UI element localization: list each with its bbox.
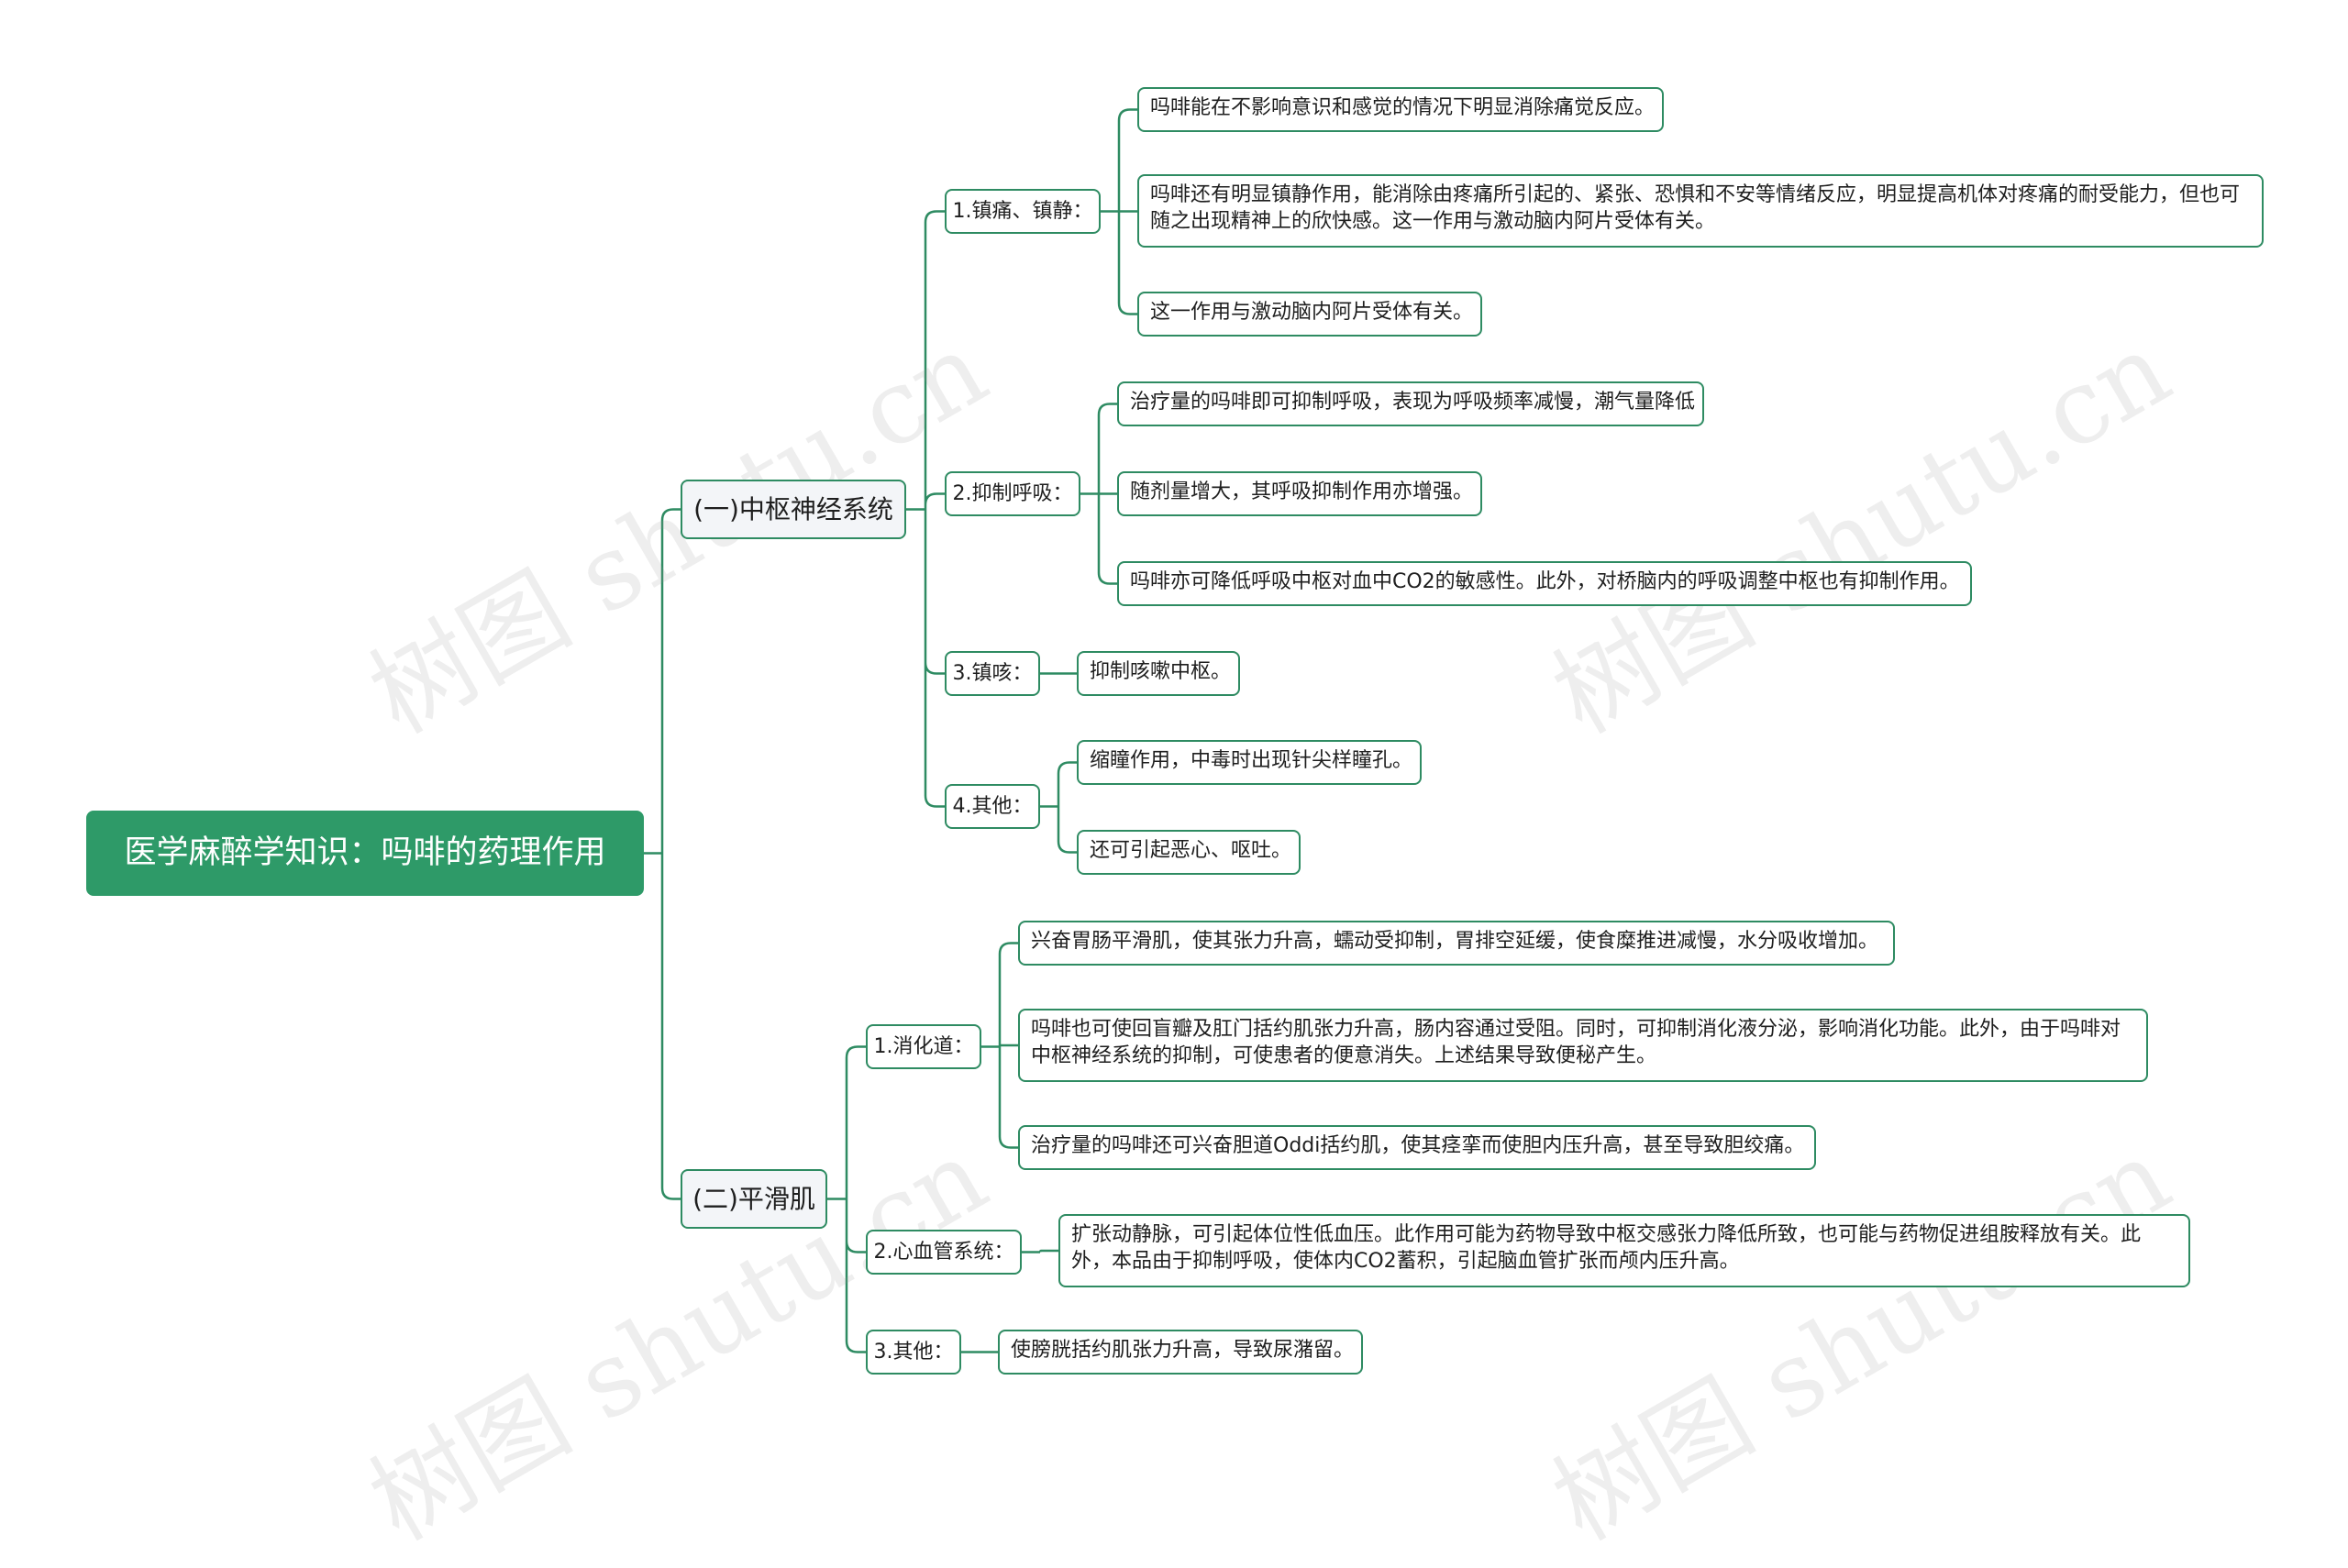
connector-lines — [644, 108, 1137, 1353]
topic-cns-other[interactable]: 4.其他： — [945, 784, 1040, 829]
connector-branch-cns — [906, 210, 945, 808]
topic-smooth-other[interactable]: 3.其他： — [866, 1330, 961, 1375]
leaf-analgesia-1[interactable]: 吗啡能在不影响意识和感觉的情况下明显消除痛觉反应。 — [1137, 87, 1664, 132]
branch-smooth-muscle[interactable]: (二)平滑肌 — [681, 1169, 827, 1229]
leaf-analgesia-2[interactable]: 吗啡还有明显镇静作用，能消除由疼痛所引起的、紧张、恐惧和不安等情绪反应，明显提高… — [1137, 174, 2264, 248]
connector-topic-cardiovascular — [1022, 1249, 1058, 1253]
leaf-respiration-1[interactable]: 治疗量的吗啡即可抑制呼吸，表现为呼吸频率减慢，潮气量降低 — [1117, 381, 1704, 426]
connector-root-topic — [644, 508, 681, 1200]
leaf-analgesia-3[interactable]: 这一作用与激动脑内阿片受体有关。 — [1137, 292, 1482, 337]
topic-digestive[interactable]: 1.消化道： — [866, 1024, 981, 1069]
topic-antitussive[interactable]: 3.镇咳： — [945, 651, 1040, 696]
root-topic[interactable]: 医学麻醉学知识：吗啡的药理作用 — [86, 811, 644, 896]
topic-respiration[interactable]: 2.抑制呼吸： — [945, 471, 1080, 516]
connector-topic-analgesia — [1101, 108, 1137, 315]
leaf-cns-other-1[interactable]: 缩瞳作用，中毒时出现针尖样瞳孔。 — [1077, 740, 1422, 785]
topic-analgesia[interactable]: 1.镇痛、镇静： — [945, 189, 1101, 234]
leaf-digestive-1[interactable]: 兴奋胃肠平滑肌，使其张力升高，蠕动受抑制，胃排空延缓，使食糜推进减慢，水分吸收增… — [1018, 921, 1895, 966]
connector-topic-cns-other — [1040, 761, 1077, 854]
leaf-cns-other-2[interactable]: 还可引起恶心、呕吐。 — [1077, 830, 1301, 875]
connector-topic-respiration — [1080, 403, 1117, 585]
leaf-cardiovascular-1[interactable]: 扩张动静脉，可引起体位性低血压。此作用可能为药物导致中枢交感张力降低所致，也可能… — [1058, 1214, 2190, 1287]
leaf-respiration-3[interactable]: 吗啡亦可降低呼吸中枢对血中CO2的敏感性。此外，对桥脑内的呼吸调整中枢也有抑制作… — [1117, 561, 1972, 606]
leaf-digestive-2[interactable]: 吗啡也可使回盲瓣及肛门括约肌张力升高，肠内容通过受阻。同时，可抑制消化液分泌，影… — [1018, 1009, 2148, 1082]
connector-topic-digestive — [981, 942, 1018, 1149]
leaf-smooth-other-1[interactable]: 使膀胱括约肌张力升高，导致尿潴留。 — [998, 1330, 1363, 1375]
topic-cardiovascular[interactable]: 2.心血管系统： — [866, 1230, 1022, 1275]
branch-cns[interactable]: (一)中枢神经系统 — [681, 480, 906, 539]
leaf-digestive-3[interactable]: 治疗量的吗啡还可兴奋胆道Oddi括约肌，使其痉挛而使胆内压升高，甚至导致胆绞痛。 — [1018, 1125, 1816, 1170]
leaf-antitussive-1[interactable]: 抑制咳嗽中枢。 — [1077, 651, 1240, 696]
leaf-respiration-2[interactable]: 随剂量增大，其呼吸抑制作用亦增强。 — [1117, 471, 1482, 516]
connector-branch-smooth-muscle — [827, 1045, 866, 1353]
